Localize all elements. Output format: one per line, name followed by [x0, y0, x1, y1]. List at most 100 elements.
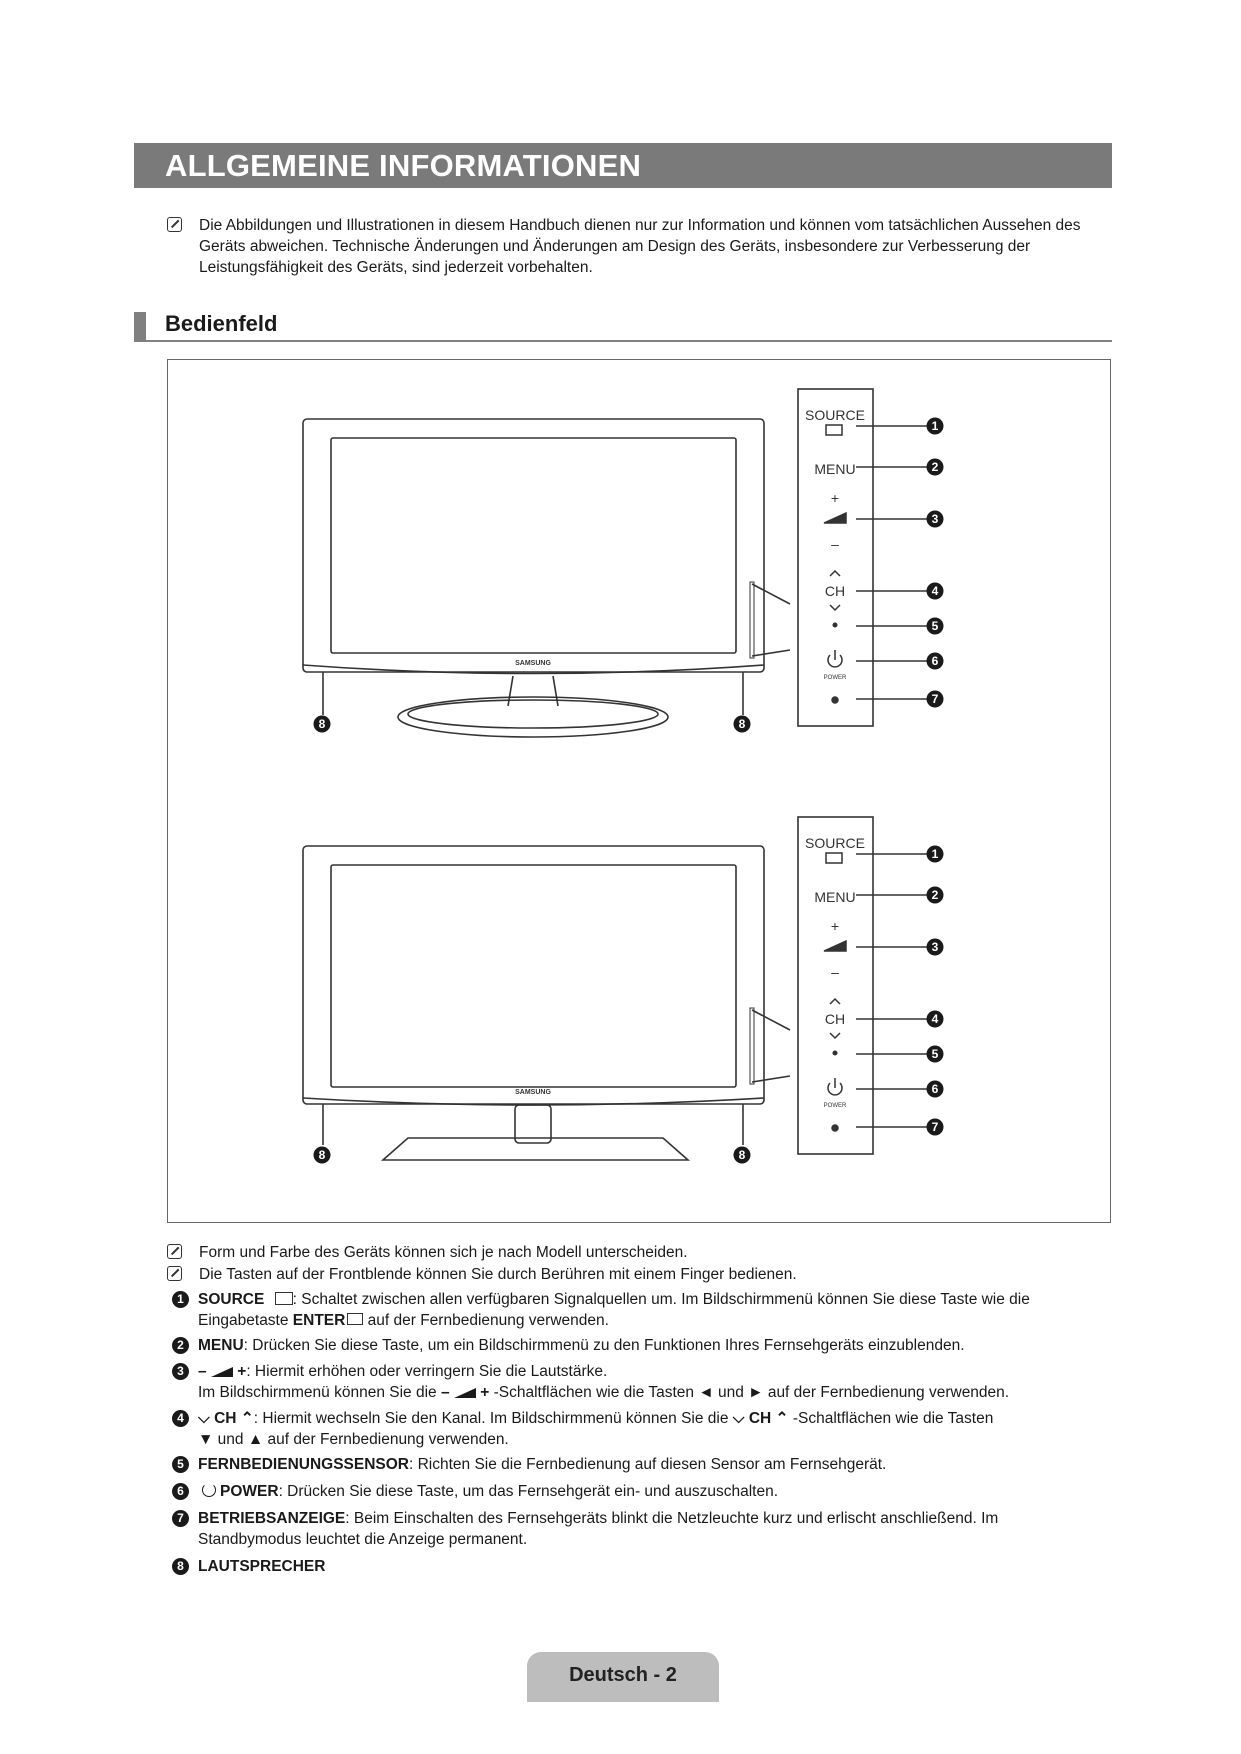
panel-plus-label: +	[831, 918, 839, 934]
callout-5: 5	[926, 1045, 944, 1063]
volume-icon	[823, 939, 847, 952]
chevron-down-icon	[829, 604, 841, 612]
enter-icon	[825, 424, 843, 436]
list-item: 3 – +: Hiermit erhöhen oder verringern S…	[172, 1361, 1102, 1403]
item-number: 3	[172, 1363, 189, 1380]
note-icon	[167, 217, 182, 232]
panel-minus-label: –	[831, 964, 839, 980]
volume-icon	[453, 1388, 476, 1398]
tv-illustration: SAMSUNG SAMSUNG SOURCE MENU + – CH POWER…	[302, 388, 944, 1164]
power-indicator-icon	[831, 1124, 839, 1132]
note-model-variation: Form und Farbe des Geräts können sich je…	[199, 1244, 688, 1261]
list-item: 5 FERNBEDIENUNGSSENSOR: Richten Sie die …	[172, 1454, 1102, 1475]
callout-2: 2	[926, 458, 944, 476]
note-icon	[167, 1266, 182, 1281]
callout-6: 6	[926, 1080, 944, 1098]
power-icon	[202, 1483, 216, 1497]
list-item: 8 LAUTSPRECHER	[172, 1556, 1102, 1577]
chevron-down-icon: ⌵	[198, 1410, 210, 1427]
callout-7: 7	[926, 690, 944, 708]
item-label: LAUTSPRECHER	[198, 1558, 326, 1575]
item-label: FERNBEDIENUNGSSENSOR	[198, 1456, 409, 1473]
callout-4: 4	[926, 582, 944, 600]
callout-1: 1	[926, 417, 944, 435]
item-number: 6	[172, 1483, 189, 1500]
note-touch-buttons: Die Tasten auf der Frontblende können Si…	[199, 1266, 797, 1283]
svg-text:5: 5	[932, 1047, 939, 1061]
item-number: 2	[172, 1337, 189, 1354]
callout-5: 5	[926, 617, 944, 635]
sensor-icon	[832, 1050, 838, 1056]
brand-logo-bottom: SAMSUNG	[515, 1089, 551, 1096]
callout-7: 7	[926, 1118, 944, 1136]
callout-4: 4	[926, 1010, 944, 1028]
svg-text:6: 6	[932, 1082, 939, 1096]
svg-text:4: 4	[932, 584, 939, 598]
callout-3: 3	[926, 938, 944, 956]
section-marker	[134, 312, 146, 340]
panel-menu-label: MENU	[814, 461, 855, 477]
item-label: POWER	[220, 1483, 279, 1500]
intro-note: Die Abbildungen und Illustrationen in di…	[199, 217, 1081, 276]
sensor-icon	[832, 622, 838, 628]
callout-1: 1	[926, 845, 944, 863]
control-panel-figure: SAMSUNG SAMSUNG SOURCE MENU + – CH POWER…	[167, 359, 1111, 1223]
brand-logo-top: SAMSUNG	[515, 660, 551, 667]
list-item: 7 BETRIEBSANZEIGE: Beim Einschalten des …	[172, 1508, 1102, 1550]
chevron-up-icon	[829, 569, 841, 577]
power-indicator-icon	[831, 696, 839, 704]
svg-text:4: 4	[932, 1012, 939, 1026]
enter-icon	[274, 1292, 293, 1305]
page-number: Deutsch - 2	[569, 1664, 677, 1686]
item-number: 1	[172, 1291, 189, 1308]
list-item: 6 POWER: Drücken Sie diese Taste, um das…	[172, 1481, 1102, 1502]
section-title: Bedienfeld	[165, 311, 278, 336]
svg-text:8: 8	[739, 1148, 746, 1162]
item-label: SOURCE	[198, 1291, 265, 1308]
svg-text:3: 3	[932, 512, 939, 526]
panel-plus-label: +	[831, 490, 839, 506]
svg-text:7: 7	[932, 1120, 939, 1134]
svg-text:1: 1	[932, 847, 939, 861]
list-item: 4 ⌵ CH ⌃: Hiermit wechseln Sie den Kanal…	[172, 1408, 1102, 1450]
panel-minus-label: –	[831, 536, 839, 552]
section-heading: Bedienfeld	[134, 310, 1112, 342]
svg-text:3: 3	[932, 940, 939, 954]
chevron-up-icon: ⌃	[240, 1410, 254, 1427]
panel-power-label: POWER	[824, 1103, 847, 1109]
callout-8: 8	[733, 1146, 751, 1164]
item-label: MENU	[198, 1337, 244, 1354]
svg-text:7: 7	[932, 692, 939, 706]
callout-6: 6	[926, 652, 944, 670]
list-item: 2 MENU: Drücken Sie diese Taste, um ein …	[172, 1335, 1102, 1356]
enter-icon	[825, 852, 843, 864]
panel-ch-label: CH	[825, 583, 845, 599]
callout-3: 3	[926, 510, 944, 528]
list-item: 1 SOURCE : Schaltet zwischen allen verfü…	[172, 1289, 1102, 1331]
svg-text:8: 8	[739, 717, 746, 731]
panel-menu-label: MENU	[814, 889, 855, 905]
panel-power-label: POWER	[824, 675, 847, 681]
item-number: 8	[172, 1558, 189, 1575]
item-number: 5	[172, 1456, 189, 1473]
svg-text:1: 1	[932, 419, 939, 433]
item-number: 4	[172, 1410, 189, 1427]
note-icon	[167, 1244, 182, 1259]
chevron-up-icon	[829, 997, 841, 1005]
volume-icon	[823, 511, 847, 524]
svg-text:2: 2	[932, 460, 939, 474]
svg-text:8: 8	[319, 717, 326, 731]
tv-top	[302, 388, 874, 738]
item-label: CH	[214, 1410, 237, 1427]
power-icon	[827, 654, 843, 668]
power-icon	[827, 1082, 843, 1096]
svg-text:8: 8	[319, 1148, 326, 1162]
item-number: 7	[172, 1510, 189, 1527]
panel-source-label: SOURCE	[805, 407, 865, 423]
callout-8: 8	[733, 715, 751, 733]
svg-text:5: 5	[932, 619, 939, 633]
volume-icon	[210, 1367, 233, 1377]
page-footer-tab: Deutsch - 2	[527, 1652, 719, 1702]
panel-ch-label: CH	[825, 1011, 845, 1027]
chevron-down-icon	[829, 1032, 841, 1040]
